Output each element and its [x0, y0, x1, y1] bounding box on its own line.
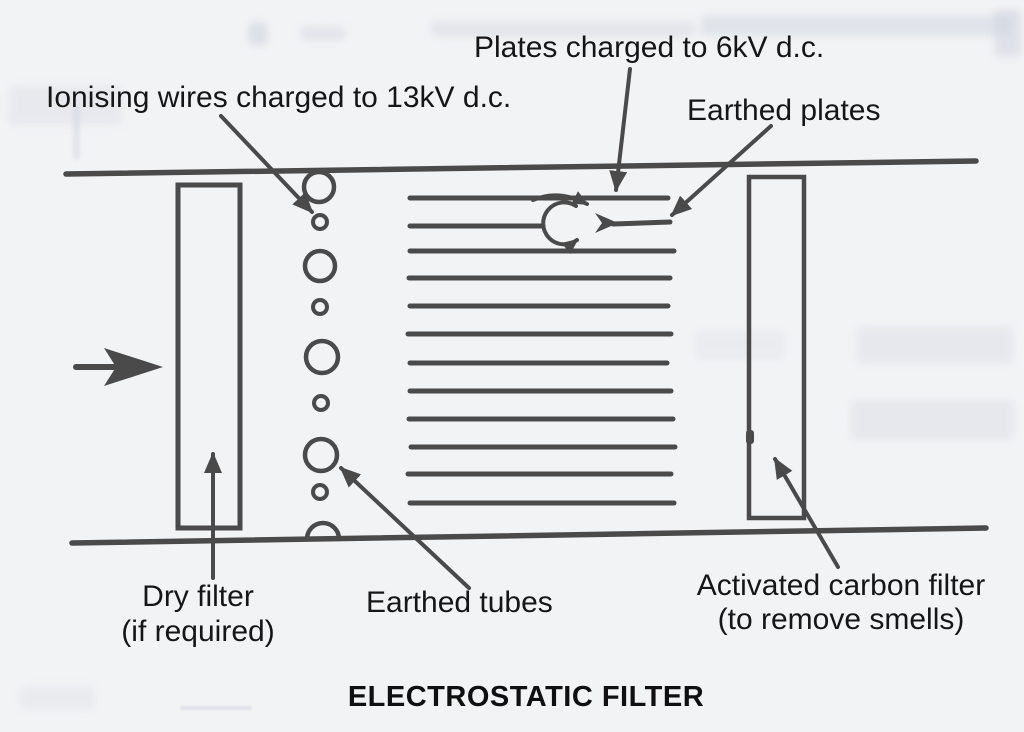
bleed-through-artifact	[8, 86, 123, 126]
label-plates-charged: Plates charged to 6kV d.c.	[474, 31, 825, 64]
plate-line	[610, 219, 673, 227]
ionising-wire-circle	[311, 298, 329, 316]
carbon-filter-mark	[746, 430, 754, 444]
earthed-tube-circle	[303, 338, 341, 376]
label-earthed-tubes: Earthed tubes	[366, 586, 553, 619]
pointer-plates-charged	[609, 67, 632, 192]
duct-bottom-line	[69, 525, 989, 546]
ionising-wire-circle	[311, 483, 329, 501]
label-activated-carbon-line2: (to remove smells)	[717, 603, 965, 636]
carbon-filter-rect	[746, 174, 807, 521]
bleed-through-artifact	[850, 400, 1015, 440]
label-earthed-plates: Earthed plates	[687, 94, 881, 127]
label-dry-filter-line1: Dry filter	[142, 580, 254, 613]
bleed-through-artifact	[20, 686, 95, 710]
pointer-earthed-tubes	[339, 466, 471, 590]
bleed-through-artifact	[300, 26, 346, 41]
duct-top-line	[63, 158, 979, 177]
pointer-ionising-wires	[219, 114, 314, 214]
diagram-title: ELECTROSTATIC FILTER	[347, 681, 705, 713]
ionising-wire-circle	[312, 394, 330, 412]
label-dry-filter-line2: (if required)	[121, 615, 275, 648]
swirl-flow-arrow	[531, 191, 618, 255]
bleed-through-artifact	[994, 9, 1022, 57]
pointer-earthed-plates	[670, 124, 773, 217]
dry-filter-rect	[175, 182, 243, 531]
bleed-through-artifact	[700, 15, 1012, 36]
label-activated-carbon-line1: Activated carbon filter	[696, 569, 986, 602]
label-activated-carbon: Activated carbon filter (to remove smell…	[690, 569, 992, 637]
pointer-carbon-filter	[773, 457, 840, 569]
collector-plates	[405, 195, 678, 506]
label-dry-filter: Dry filter (if required)	[73, 579, 323, 649]
bleed-through-artifact	[695, 330, 785, 360]
bleed-through-artifact	[856, 326, 1014, 364]
bleed-through-artifact	[73, 105, 80, 160]
bleed-through-artifact	[248, 22, 268, 46]
earthed-tube-half-circle	[304, 520, 342, 542]
bleed-through-artifact	[430, 21, 695, 37]
airflow-arrow	[73, 348, 163, 386]
earthed-tube-circle	[301, 169, 337, 205]
bleed-through-artifact	[180, 706, 252, 710]
earthed-tube-circle	[302, 248, 338, 284]
ionising-wire-circle	[311, 213, 329, 231]
earthed-tube-circle	[302, 436, 340, 474]
label-ionising-wires: Ionising wires charged to 13kV d.c.	[46, 81, 512, 114]
